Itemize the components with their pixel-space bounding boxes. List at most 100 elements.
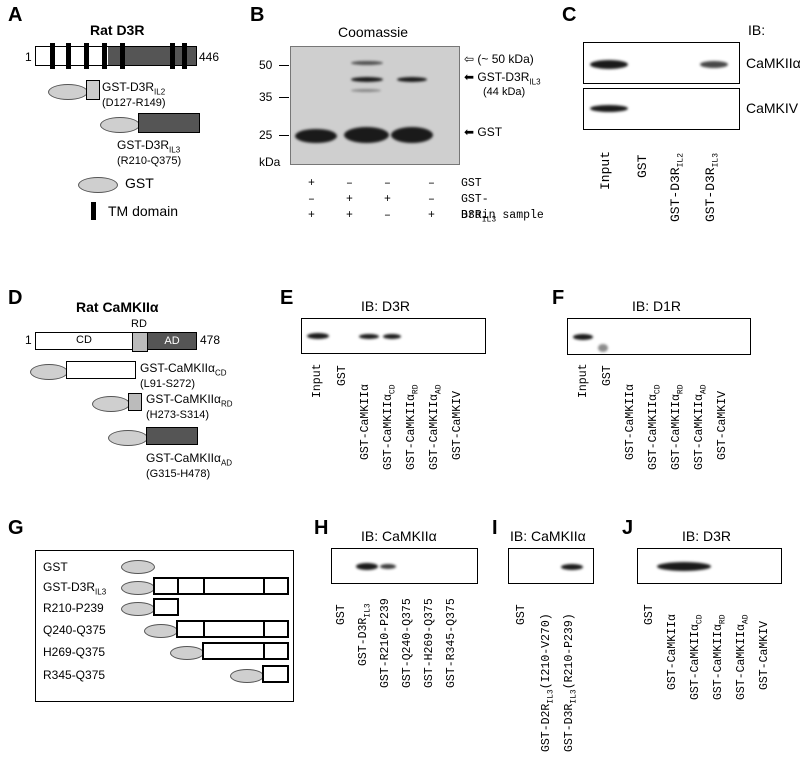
lane-label-i-2: GST-D3RIL3(R210-P239) xyxy=(563,613,579,752)
gst-oval xyxy=(100,117,140,133)
lane-label-e-0: Input xyxy=(311,363,324,398)
construct-il2-range: (D127-R149) xyxy=(102,97,166,109)
lane-label-c-2: GST-D3RIL2 xyxy=(668,152,686,222)
construct-rd-label: GST-CaMKIIαRD xyxy=(146,392,233,409)
tick-50 xyxy=(279,65,289,66)
coomassie-gel xyxy=(290,46,460,165)
construct-rd-range: (H273-S314) xyxy=(146,409,209,421)
row-label-h269-q375: H269-Q375 xyxy=(43,645,106,659)
panel-label-g: G xyxy=(8,517,24,539)
d3r-schematic xyxy=(35,43,197,69)
lane-label-f-3: GST-CaMKIIαCD xyxy=(647,384,663,470)
blot-e xyxy=(301,318,486,354)
camkii-schematic: CD AD xyxy=(35,332,197,352)
blot-camkiv xyxy=(583,88,740,130)
kda-label: kDa xyxy=(259,155,281,169)
panel-label-a: A xyxy=(8,4,23,26)
r210-p239-box xyxy=(153,598,179,616)
construct-cd-label: GST-CaMKIIαCD xyxy=(140,361,227,378)
row-label-r210-p239: R210-P239 xyxy=(43,601,104,615)
lane-label-h-2: GST-R210-P239 xyxy=(379,598,392,688)
lane-label-e-1: GST xyxy=(336,365,349,386)
panel-label-e: E xyxy=(280,287,294,309)
lane-label-i-0: GST xyxy=(515,604,528,625)
lane-label-f-4: GST-CaMKIIαRD xyxy=(670,384,686,470)
ad-box xyxy=(146,427,198,445)
blot-i xyxy=(508,548,594,584)
tick-25 xyxy=(279,135,289,136)
lane-label-c-3: GST-D3RIL3 xyxy=(703,152,721,222)
d3r-start: 1 xyxy=(25,50,32,64)
gst-oval xyxy=(48,84,88,100)
tick-35 xyxy=(279,97,289,98)
rd-domain-box xyxy=(132,332,148,352)
gst-oval xyxy=(121,602,155,616)
tm-domain-6 xyxy=(170,43,175,69)
lane-label-h-1: GST-D3RIL3 xyxy=(357,603,373,666)
tm-domain-4 xyxy=(102,43,107,69)
gst-oval xyxy=(144,624,178,638)
gst-label: GST xyxy=(125,175,154,191)
lane-label-j-1: GST-CaMKIIα xyxy=(666,614,679,690)
panel-label-c: C xyxy=(562,4,577,26)
gst-oval xyxy=(92,396,130,412)
lane-label-j-4: GST-CaMKIIαAD xyxy=(735,614,751,700)
lane-label-f-2: GST-CaMKIIα xyxy=(624,384,637,460)
blot-j xyxy=(637,548,782,584)
tm-legend-swatch xyxy=(91,202,96,220)
ib-label-h: IB: CaMKIIα xyxy=(361,528,437,544)
cd-domain-label: CD xyxy=(76,334,92,346)
ib-label-i: IB: CaMKIIα xyxy=(510,528,586,544)
lane-label-f-6: GST-CaMKIV xyxy=(716,390,729,460)
blot-camkii-alpha xyxy=(583,42,740,84)
lane-label-e-6: GST-CaMKIV xyxy=(451,390,464,460)
panel-label-j: J xyxy=(622,517,634,539)
lane-label-i-1: GST-D2RIL3(I210-V270) xyxy=(540,613,556,752)
construct-ad-range: (G315-H478) xyxy=(146,468,211,480)
gst-oval xyxy=(30,364,68,380)
lane-label-h-4: GST-H269-Q375 xyxy=(423,598,436,688)
tm-legend-label: TM domain xyxy=(108,203,179,219)
fusion-arrow-annotation: ⬅ GST-D3RIL3 xyxy=(464,70,541,87)
panel-label-f: F xyxy=(552,287,565,309)
coomassie-title: Coomassie xyxy=(338,24,409,40)
panel-label-d: D xyxy=(8,287,23,309)
tm-domain-1 xyxy=(50,43,55,69)
cd-box xyxy=(66,361,136,379)
open-arrow-annotation: ⇦ (~ 50 kDa) xyxy=(464,52,534,66)
tm-domain-5 xyxy=(120,43,125,69)
row-label-gst: GST xyxy=(43,560,68,574)
ib-label-c: IB: xyxy=(748,22,766,38)
blot-f xyxy=(567,318,751,355)
marker-50: 50 xyxy=(259,58,273,72)
lane-label-e-4: GST-CaMKIIαRD xyxy=(405,384,421,470)
fusion-kda: (44 kDa) xyxy=(483,86,526,98)
row-label-q240-q375: Q240-Q375 xyxy=(43,623,106,637)
rd-domain-label: RD xyxy=(131,318,147,330)
panel-label-b: B xyxy=(250,4,265,26)
lane-label-h-5: GST-R345-Q375 xyxy=(445,598,458,688)
blot-label-camkiv: CaMKIV xyxy=(746,100,799,116)
il2-box xyxy=(86,80,100,100)
q240-q375-box xyxy=(176,620,289,638)
construct-cd-range: (L91-S272) xyxy=(140,378,196,390)
row-label-d3r-il3: GST-D3RIL3 xyxy=(43,580,107,597)
marker-35: 35 xyxy=(259,90,273,104)
tm-domain-3 xyxy=(84,43,89,69)
gst-oval xyxy=(230,669,264,683)
lane-label-e-5: GST-CaMKIIαAD xyxy=(428,384,444,470)
lane-label-c-1: GST xyxy=(635,154,650,178)
r345-q375-box xyxy=(262,665,289,683)
gst-oval xyxy=(108,430,148,446)
il3-full-box xyxy=(153,577,289,595)
h269-q375-box xyxy=(202,642,289,660)
d3r-title: Rat D3R xyxy=(90,22,145,38)
lane-label-h-0: GST xyxy=(335,604,348,625)
lane-label-f-0: Input xyxy=(577,363,590,398)
gst-oval xyxy=(78,177,118,193)
lane-label-e-3: GST-CaMKIIαCD xyxy=(382,384,398,470)
lane-label-f-5: GST-CaMKIIαAD xyxy=(693,384,709,470)
row-label-r345-q375: R345-Q375 xyxy=(43,668,106,682)
d3r-end: 446 xyxy=(199,50,220,64)
panel-label-i: I xyxy=(492,517,498,539)
